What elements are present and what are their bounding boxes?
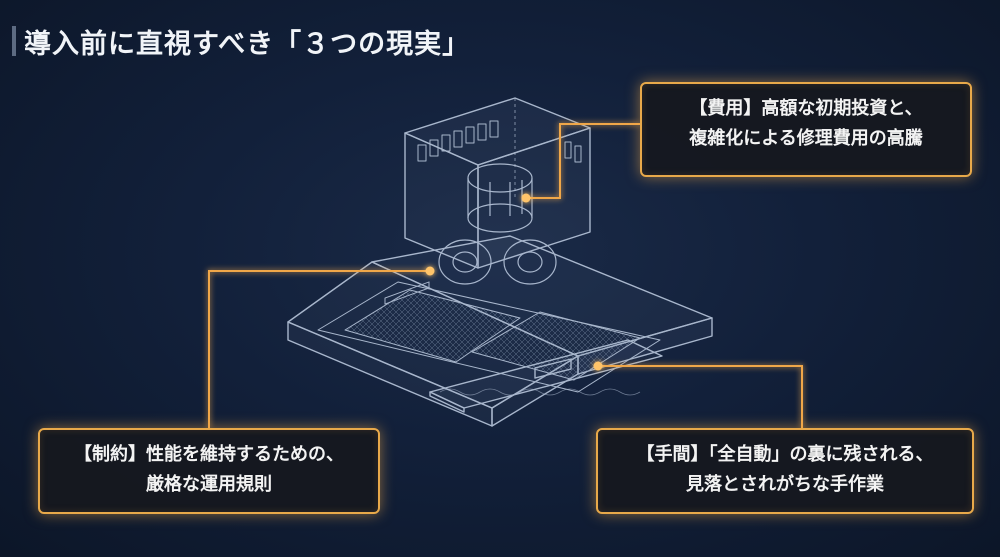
grease-filters [344,289,641,381]
callout-constraint-line2: 厳格な運用規則 [146,474,272,495]
callout-cost-line1: 【費用】高額な初期投資と、 [689,98,923,119]
control-panel [384,281,430,305]
anchor-effort [593,361,603,371]
leader-lines [208,123,803,428]
callout-cost-line2: 複雑化による修理費用の高騰 [689,128,923,149]
fan-motor [438,163,557,285]
callout-constraint-line1: 【制約】性能を維持するための、 [74,444,344,465]
leader-effort [600,365,803,428]
callout-effort-tag: 【手間】 [636,444,709,465]
callout-effort-line2: 見落とされがちな手作業 [686,474,884,495]
vent-slots [417,120,582,163]
callout-constraint: 【制約】性能を維持するための、 厳格な運用規則 [38,428,380,514]
page-title: 導入前に直視すべき「３つの現実」 [24,29,471,60]
callout-cost: 【費用】高額な初期投資と、 複雑化による修理費用の高騰 [640,82,972,177]
oil-tray [429,339,663,413]
leader-constraint [208,270,428,428]
anchor-points [425,193,603,371]
callout-effort-line1: 【手間】「全自動」の裏に残される、 [636,444,934,465]
anchor-cost [521,193,531,203]
callout-effort: 【手間】「全自動」の裏に残される、 見落とされがちな手作業 [596,428,974,514]
anchor-constraint [425,266,435,276]
callout-constraint-tag: 【制約】 [74,444,146,465]
title-accent-bar [12,26,16,56]
leader-cost [528,123,640,199]
callout-cost-tag: 【費用】 [689,98,762,119]
